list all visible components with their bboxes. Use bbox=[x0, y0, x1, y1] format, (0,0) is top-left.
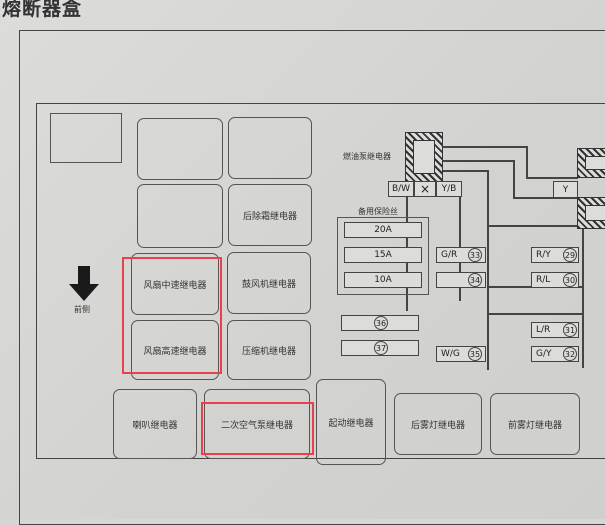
highlight-fan-relays bbox=[122, 257, 222, 374]
page-title: 熔断器盒 bbox=[2, 0, 83, 20]
relay-starter-label: 起动继电器 bbox=[328, 418, 374, 429]
fuse-29-number: 29 bbox=[563, 248, 577, 262]
relay-front-fog: 前雾灯继电器 bbox=[490, 393, 580, 455]
fuse-31-number: 31 bbox=[563, 323, 577, 337]
wire-line bbox=[459, 181, 461, 301]
right-relay-block-bottom bbox=[577, 197, 605, 229]
relay-defogger-label: 后除霜继电器 bbox=[242, 211, 297, 222]
relay-secondary-air: 二次空气泵继电器 bbox=[204, 389, 310, 459]
right-relay-block-top bbox=[577, 148, 605, 178]
wire-line bbox=[406, 181, 408, 311]
relay-front-fog-label: 前雾灯继电器 bbox=[507, 420, 562, 431]
fuse-33-number: 33 bbox=[468, 248, 482, 262]
wire-line bbox=[526, 146, 528, 178]
blank-panel bbox=[50, 113, 122, 163]
wire-line bbox=[526, 177, 578, 179]
spare-fuse-10a-value: 10A bbox=[374, 275, 392, 285]
wire-line bbox=[441, 170, 488, 172]
relay-blank-3 bbox=[137, 184, 223, 248]
wire-gy: G/Y bbox=[536, 349, 552, 359]
relay-fan-high-label: 风扇高速继电器 bbox=[143, 346, 207, 357]
spare-fuse-group bbox=[337, 217, 429, 295]
wire-wg: W/G bbox=[441, 349, 460, 359]
wire-ry: R/Y bbox=[536, 250, 551, 260]
fuse-36-number: 36 bbox=[374, 316, 388, 330]
wire-yb: Y/B bbox=[436, 181, 462, 197]
relay-blank-1 bbox=[137, 118, 223, 180]
relay-compressor: 压缩机继电器 bbox=[227, 320, 311, 380]
cross-icon: × bbox=[414, 181, 436, 197]
wire-line bbox=[513, 197, 578, 199]
relay-fan-mid-label: 风扇中速继电器 bbox=[143, 280, 207, 291]
relay-defogger: 后除霜继电器 bbox=[228, 184, 312, 246]
relay-rear-fog-label: 后雾灯继电器 bbox=[410, 420, 465, 431]
fuel-pump-relay-block bbox=[405, 132, 443, 182]
spare-fuse-20a: 20A bbox=[344, 222, 422, 238]
relay-fan-mid: 风扇中速继电器 bbox=[131, 253, 219, 315]
wire-lr: L/R bbox=[536, 325, 551, 335]
spare-fuse-10a: 10A bbox=[344, 272, 422, 288]
wire-gr: G/R bbox=[441, 250, 458, 260]
relay-secondary-air-label: 二次空气泵继电器 bbox=[220, 420, 293, 431]
wire-line bbox=[487, 225, 582, 227]
fuel-pump-label: 燃油泵继电器 bbox=[343, 152, 391, 161]
wire-rl: R/L bbox=[536, 275, 551, 285]
fuse-35-number: 35 bbox=[468, 347, 482, 361]
fuse-32-number: 32 bbox=[563, 347, 577, 361]
relay-blower-label: 鼓风机继电器 bbox=[241, 279, 296, 290]
relay-rear-fog: 后雾灯继电器 bbox=[394, 393, 482, 455]
wire-bw: B/W bbox=[388, 181, 414, 197]
wire-line bbox=[487, 170, 489, 370]
spare-fuse-15a: 15A bbox=[344, 247, 422, 263]
relay-starter: 起动继电器 bbox=[316, 379, 386, 465]
front-label: 前侧 bbox=[74, 305, 90, 314]
wire-line bbox=[513, 160, 515, 198]
wire-line bbox=[487, 313, 582, 315]
fuse-34-number: 34 bbox=[468, 273, 482, 287]
fuse-30-number: 30 bbox=[563, 273, 577, 287]
wire-line bbox=[582, 198, 584, 368]
wire-y: Y bbox=[553, 181, 578, 198]
highlight-secondary-air-relay bbox=[201, 402, 314, 455]
relay-blower: 鼓风机继电器 bbox=[227, 252, 311, 314]
relay-compressor-label: 压缩机继电器 bbox=[241, 346, 296, 357]
relay-fan-high: 风扇高速继电器 bbox=[131, 320, 219, 380]
wire-line bbox=[441, 160, 513, 162]
spare-fuses-label: 备用保险丝 bbox=[358, 207, 398, 216]
spare-fuse-15a-value: 15A bbox=[374, 250, 392, 260]
relay-horn: 喇叭继电器 bbox=[113, 389, 197, 459]
wire-line bbox=[441, 146, 526, 148]
relay-blank-2 bbox=[228, 117, 312, 179]
relay-horn-label: 喇叭继电器 bbox=[132, 420, 178, 431]
fuse-37-number: 37 bbox=[374, 341, 388, 355]
spare-fuse-20a-value: 20A bbox=[374, 225, 392, 235]
